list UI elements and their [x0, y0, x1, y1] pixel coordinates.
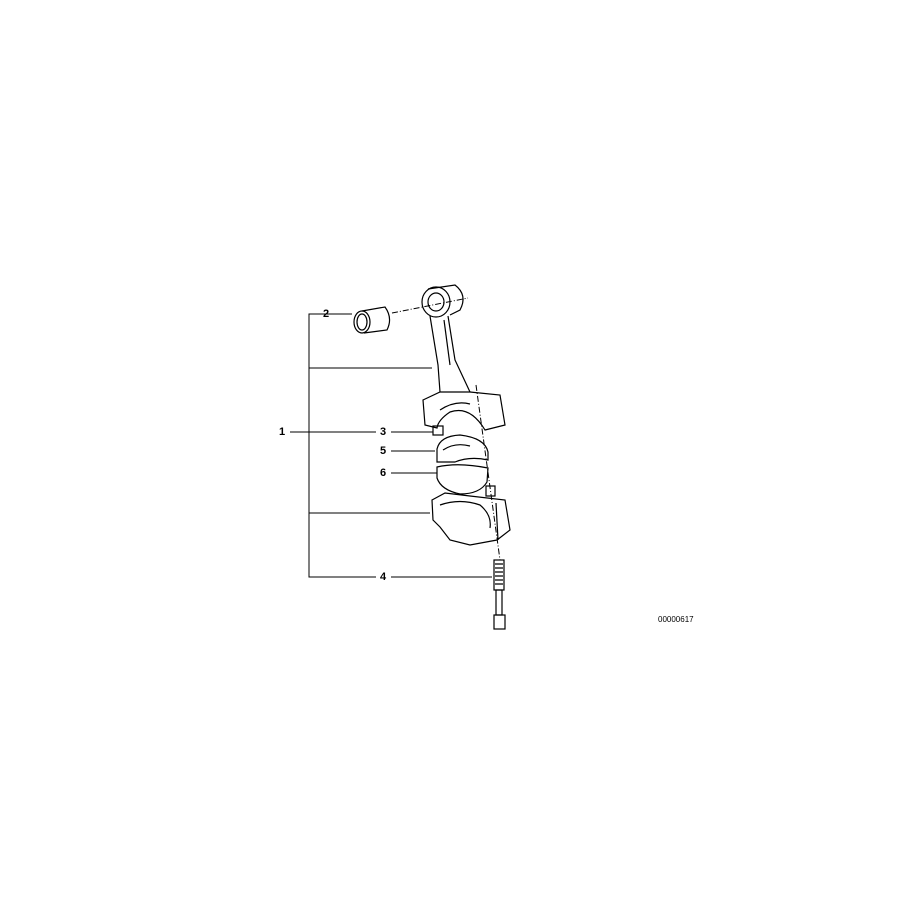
bushing-part: [353, 306, 391, 334]
callout-6: 6: [380, 467, 387, 479]
bolt-part: [493, 559, 506, 630]
dowel-sleeve-part-2: [485, 485, 496, 497]
leader-lines: [290, 297, 501, 578]
connecting-rod-part: [421, 284, 506, 431]
axis-line: [391, 297, 469, 314]
bearing-cap-part: [431, 492, 511, 546]
bracket-line: [308, 313, 376, 578]
bearing-shell-upper-part: [436, 434, 489, 463]
callout-4: 4: [380, 571, 387, 583]
callout-1: 1: [279, 426, 286, 438]
callout-5: 5: [380, 445, 387, 457]
drawing-code: 00000617: [658, 615, 694, 624]
callout-2: 2: [323, 308, 330, 320]
bearing-shell-lower-part: [436, 464, 489, 495]
callout-3: 3: [380, 426, 387, 438]
dowel-sleeve-part: [432, 425, 444, 436]
